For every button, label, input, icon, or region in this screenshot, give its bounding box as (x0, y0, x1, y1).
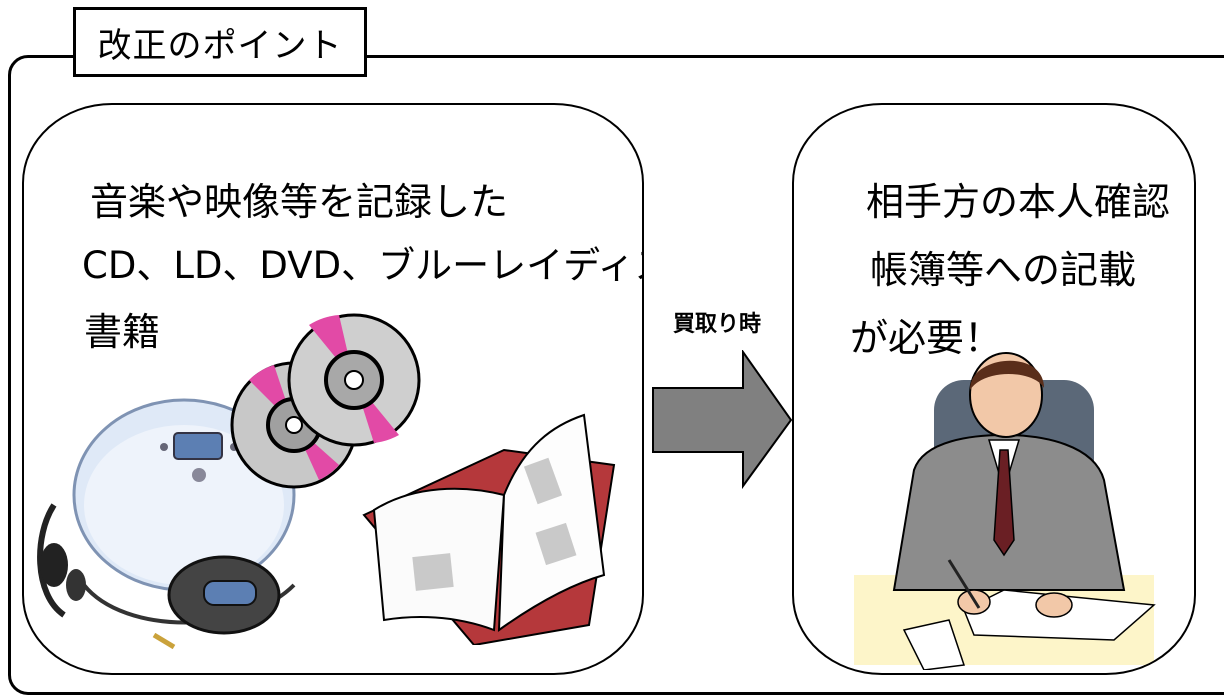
businessman-writing-illustration (854, 352, 1156, 670)
right-panel-line1: 相手方の本人確認 (866, 180, 1171, 224)
left-panel-line2: CD、LD、DVD、ブルーレイディスク等 (82, 244, 642, 287)
page-title: 改正のポイント (73, 7, 367, 77)
left-panel-line1: 音楽や映像等を記録した (90, 180, 509, 224)
outer-frame (8, 55, 1224, 695)
right-panel-line3: が必要！ (850, 316, 1003, 360)
arrow-label: 買取り時 (672, 312, 761, 337)
left-panel-line3: 書籍 (84, 310, 161, 354)
open-book-illustration (362, 413, 616, 645)
right-arrow-icon (652, 350, 793, 490)
right-panel: 相手方の本人確認 帳簿等への記載 が必要！ (792, 103, 1196, 675)
left-panel: 音楽や映像等を記録した CD、LD、DVD、ブルーレイディスク等 書籍 (22, 103, 644, 675)
cd-discs-illustration (230, 313, 421, 489)
right-panel-line2: 帳簿等への記載 (870, 248, 1137, 292)
